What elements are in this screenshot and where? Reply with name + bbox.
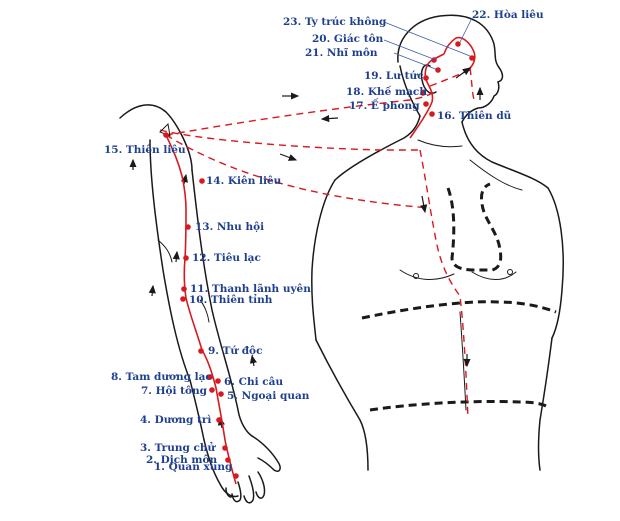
point-label: 19. Lư tức (364, 70, 424, 82)
point-label: 3. Trung chử (140, 442, 216, 454)
point-label: 12. Tiêu lạc (192, 252, 261, 264)
point-dot-11 (181, 286, 187, 292)
point-dot-15 (163, 132, 169, 138)
point-dot-23 (469, 55, 475, 61)
acupoint-dots (163, 41, 475, 479)
point-dot-14 (199, 178, 205, 184)
internal-outline (361, 182, 557, 412)
point-label: 8. Tam dương lạc (111, 371, 212, 383)
point-dot-16 (429, 111, 435, 117)
point-label: 23. Ty trúc không (283, 16, 387, 28)
point-label: 16. Thiên dũ (437, 110, 512, 122)
point-dot-8 (207, 374, 213, 380)
point-label: 15. Thiên liêu (104, 144, 186, 156)
point-dot-22 (455, 41, 461, 47)
point-dot-18 (420, 90, 426, 96)
point-label: 17. Ế phong (349, 100, 420, 112)
leader-lines (383, 17, 473, 71)
point-dot-2 (225, 457, 231, 463)
point-dot-4 (216, 417, 222, 423)
point-label: 7. Hội tông (141, 385, 208, 397)
point-dot-19 (423, 75, 429, 81)
point-label: 10. Thiên tỉnh (189, 294, 273, 306)
point-label: 1. Quan xung (154, 461, 233, 473)
point-label: 6. Chi câu (224, 376, 284, 388)
point-label: 18. Khế mạch (346, 86, 427, 98)
point-dot-3 (222, 445, 228, 451)
point-label: 20. Giác tôn (312, 33, 384, 45)
point-dot-17 (423, 101, 429, 107)
point-label: 13. Nhu hội (195, 221, 265, 233)
point-dot-12 (183, 255, 189, 261)
point-dot-7 (209, 387, 215, 393)
point-dot-10 (180, 296, 186, 302)
arm-arrows (129, 158, 257, 429)
point-dot-13 (185, 224, 191, 230)
point-label: 9. Tứ độc (208, 345, 263, 357)
point-label: 2. Dịch môn (146, 454, 218, 466)
point-label: 21. Nhĩ môn (305, 47, 378, 59)
point-label: 5. Ngoại quan (227, 390, 310, 402)
point-dot-1 (233, 473, 239, 479)
point-dot-9 (198, 348, 204, 354)
point-dot-5 (218, 391, 224, 397)
point-label: 14. Kiên liêu (206, 175, 282, 187)
point-label: 4. Dương trì (140, 414, 212, 426)
body-arrows (279, 67, 484, 368)
torso-outline (311, 14, 564, 471)
point-label: 11. Thanh lãnh uyên (190, 283, 311, 295)
point-dot-6 (215, 378, 221, 384)
arm-outline (119, 104, 281, 504)
point-label: 22. Hòa liêu (472, 9, 544, 21)
